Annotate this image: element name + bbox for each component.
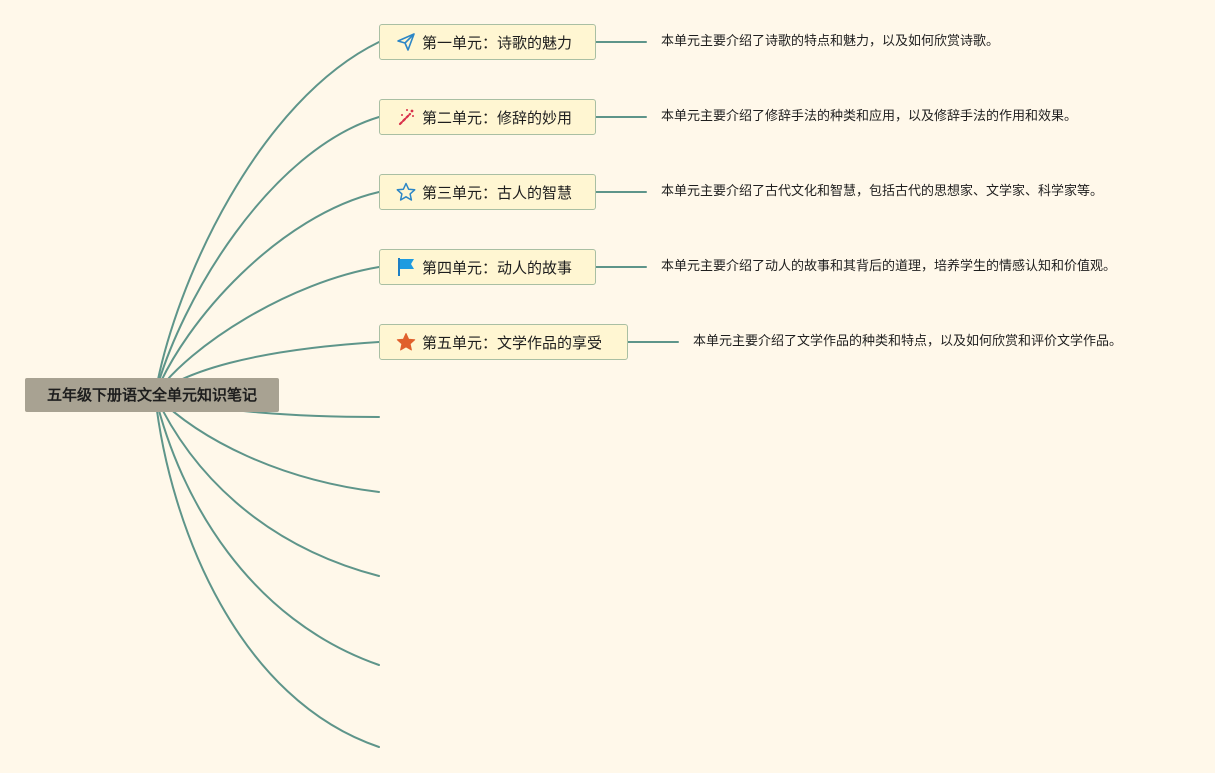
topic-description: 本单元主要介绍了诗歌的特点和魅力，以及如何欣赏诗歌。 xyxy=(655,31,1006,53)
topic-description: 本单元主要介绍了修辞手法的种类和应用，以及修辞手法的作用和效果。 xyxy=(655,106,1084,128)
paper-plane-icon xyxy=(396,32,416,52)
connector-topic-1 xyxy=(154,41,380,396)
topic-description: 本单元主要介绍了动人的故事和其背后的道理，培养学生的情感认知和价值观。 xyxy=(655,256,1123,278)
flag-icon xyxy=(396,257,416,277)
connector-empty-3 xyxy=(154,394,380,577)
connector-empty-4 xyxy=(154,394,380,666)
star-filled-icon xyxy=(396,332,416,352)
topic-unit-4[interactable]: 第四单元：动人的故事 xyxy=(379,249,596,285)
root-topic[interactable]: 五年级下册语文全单元知识笔记 xyxy=(25,378,279,412)
topic-label: 第二单元：修辞的妙用 xyxy=(422,108,573,127)
connector-topic-2 xyxy=(154,116,380,396)
connector-topic-4 xyxy=(154,266,380,396)
topic-label: 第三单元：古人的智慧 xyxy=(422,183,573,202)
topic-unit-2[interactable]: 第二单元：修辞的妙用 xyxy=(379,99,596,135)
topic-unit-1[interactable]: 第一单元：诗歌的魅力 xyxy=(379,24,596,60)
topic-unit-3[interactable]: 第三单元：古人的智慧 xyxy=(379,174,596,210)
star-outline-icon xyxy=(396,182,416,202)
topic-description: 本单元主要介绍了文学作品的种类和特点，以及如何欣赏和评价文学作品。 xyxy=(687,331,1129,353)
connector-empty-5 xyxy=(154,394,380,748)
topic-label: 第一单元：诗歌的魅力 xyxy=(422,33,573,52)
topic-description: 本单元主要介绍了古代文化和智慧，包括古代的思想家、文学家、科学家等。 xyxy=(655,181,1110,203)
connector-topic-3 xyxy=(154,191,380,396)
topic-unit-5[interactable]: 第五单元：文学作品的享受 xyxy=(379,324,628,360)
topic-label: 第四单元：动人的故事 xyxy=(422,258,573,277)
topic-label: 第五单元：文学作品的享受 xyxy=(422,333,603,352)
magic-wand-icon xyxy=(396,107,416,127)
